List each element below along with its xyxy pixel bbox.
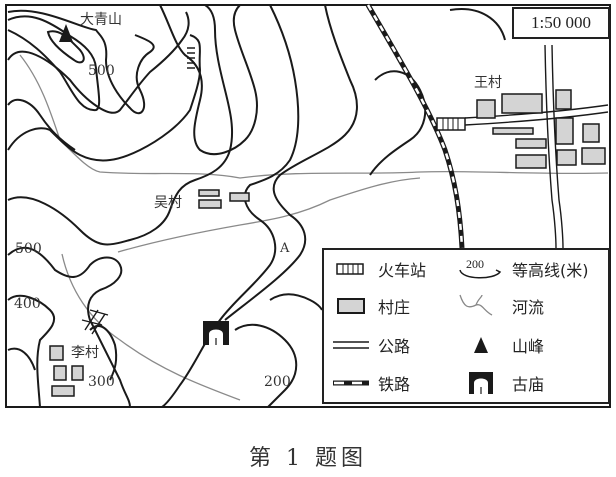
- contour-label-500-top: 500: [88, 63, 115, 79]
- railway: [365, 3, 465, 249]
- mountain-peak-icon: [59, 24, 73, 42]
- legend-item-peak: 山峰: [454, 330, 544, 360]
- train-station-icon: [436, 117, 466, 131]
- legend-item-river: 河流: [454, 291, 544, 321]
- legend-item-village: 村庄: [328, 291, 410, 321]
- legend-item-temple: 古庙: [454, 368, 544, 398]
- village-blocks: [49, 89, 606, 397]
- map-scale: 1:50 000: [512, 7, 610, 39]
- contour-label-500-left: 500: [15, 241, 42, 257]
- mountain-peak-icon: [454, 330, 508, 360]
- contour-label-400: 400: [14, 296, 41, 312]
- river-branch-south: [61, 253, 241, 401]
- train-station-icon: [328, 254, 374, 284]
- village-icon: [328, 291, 374, 321]
- ancient-temple-icon: [454, 368, 508, 398]
- wang-village-label: 王村: [474, 75, 502, 91]
- river-branch-middle: [117, 177, 421, 253]
- legend-item-road: 公路: [328, 330, 410, 360]
- road-hatch: [187, 47, 195, 69]
- svg-text:200: 200: [466, 257, 484, 271]
- legend-item-contour: 200 等高线(米): [454, 254, 589, 284]
- peak-label: 大青山: [80, 12, 122, 28]
- contour-line-icon: 200: [454, 254, 508, 284]
- map-canvas: [5, 3, 611, 408]
- legend-item-railway: 铁路: [328, 368, 410, 398]
- railway-icon: [328, 368, 374, 398]
- wu-village-label: 吴村: [154, 195, 182, 211]
- ancient-temple-icon: [203, 321, 229, 345]
- contour-label-200: 200: [264, 374, 291, 390]
- map-legend: 火车站 200 等高线(米) 村庄 河流 公路: [322, 248, 610, 404]
- map-frame: [5, 4, 611, 408]
- topographic-map: 大青山 500 王村 吴村 A 500 400 李村 300 200 1:50 …: [5, 3, 611, 408]
- figure-caption: 第 1 题图: [249, 446, 367, 471]
- contour-label-300: 300: [88, 374, 115, 390]
- legend-item-train-station: 火车站: [328, 254, 426, 284]
- li-village-label: 李村: [71, 345, 99, 361]
- road-icon: [328, 330, 374, 360]
- point-a-label: A: [280, 241, 290, 256]
- river-icon: [454, 291, 508, 321]
